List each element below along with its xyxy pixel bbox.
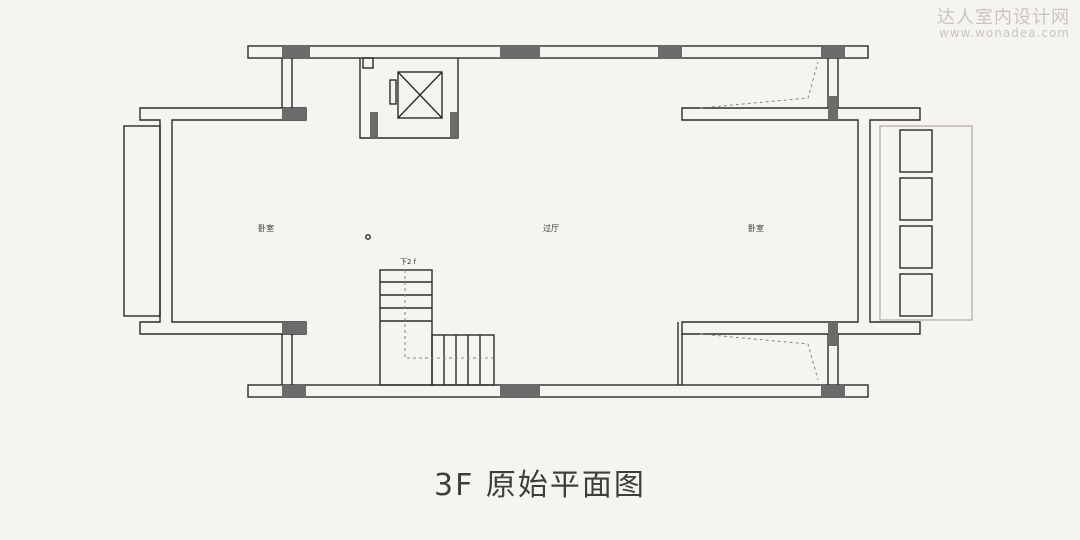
balcony-left xyxy=(123,125,161,317)
column xyxy=(821,46,845,58)
column xyxy=(500,46,540,58)
room-label-hall: 过厅 xyxy=(543,224,559,233)
stair-lower-flight xyxy=(431,334,495,386)
watermark-url: www.wonadea.com xyxy=(938,26,1070,40)
wall-right-wing xyxy=(681,107,921,335)
column xyxy=(821,385,845,397)
column xyxy=(500,385,540,397)
column xyxy=(282,385,306,397)
duct xyxy=(362,57,374,69)
wall-lower-right-room xyxy=(677,322,683,385)
room-label-bedroom-right: 卧室 xyxy=(748,224,764,233)
column xyxy=(658,46,682,58)
column xyxy=(282,108,306,120)
wall-left-lower-link xyxy=(281,334,293,385)
column xyxy=(828,96,838,120)
wall-left-wing xyxy=(139,107,307,335)
column xyxy=(370,112,378,138)
elevator-car xyxy=(397,71,443,119)
column xyxy=(450,112,458,138)
balcony-right xyxy=(879,125,973,321)
column xyxy=(282,322,306,334)
stair-upper-flight xyxy=(379,269,433,386)
column-marker xyxy=(365,234,371,240)
elevator-shaft xyxy=(359,58,459,139)
wall-bottom xyxy=(247,384,869,398)
room-label-bedroom-left: 卧室 xyxy=(258,224,274,233)
watermark-cn: 达人室内设计网 xyxy=(937,7,1070,28)
column xyxy=(828,322,838,346)
column xyxy=(282,46,310,58)
wall-left-upper-link xyxy=(281,58,293,108)
wall-top xyxy=(247,45,869,59)
stair-label: 下2 f xyxy=(400,258,417,266)
plan-caption: 3F 原始平面图 xyxy=(434,468,646,503)
elevator-panel xyxy=(389,79,397,105)
